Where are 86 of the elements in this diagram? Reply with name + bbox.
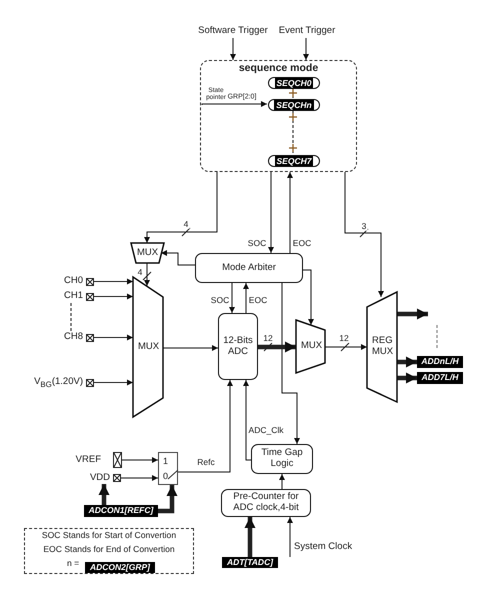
box-label: Pre-Counter for ADC clock,4-bit <box>232 492 300 514</box>
sequence-box <box>200 60 357 172</box>
arrow <box>178 380 233 472</box>
arrow <box>229 282 235 314</box>
bus-width-label: 12 <box>338 334 350 342</box>
arrow <box>94 294 134 300</box>
switch-input-label: 0 <box>163 471 168 482</box>
register-label: ADD7L/H <box>417 372 463 384</box>
register-label: ADCON2[GRP] <box>85 562 155 573</box>
register-label: SEQCHn <box>274 100 314 110</box>
bus-arrow <box>397 308 428 320</box>
register-label: ADCON1[REFC] <box>84 505 158 517</box>
box-label: MUX <box>136 248 158 258</box>
register-label: SEQCH0 <box>274 78 314 88</box>
register-label: SEQCH7 <box>274 156 314 166</box>
arrow <box>268 172 274 254</box>
arrow <box>287 516 293 558</box>
pin-label: VREF <box>76 454 101 466</box>
arrow <box>94 380 134 386</box>
section-title: sequence mode <box>238 62 320 74</box>
arrow <box>282 282 300 444</box>
arrow <box>243 380 252 460</box>
trigger-label: Software Trigger <box>190 24 276 38</box>
arrow <box>303 38 309 60</box>
arrow <box>202 101 268 107</box>
note-text: SOC Stands for Start of Convertion <box>40 531 178 541</box>
box-label: Mode Arbiter <box>222 262 276 274</box>
bus-arrow <box>397 372 417 384</box>
arrow <box>144 262 150 286</box>
arrow <box>279 474 285 490</box>
pin-label: V$_{BG}$(1.20V) <box>34 376 83 388</box>
note-text: EOC Stands for End of Convertion <box>42 545 176 555</box>
bus-arrow <box>258 342 296 352</box>
arrow <box>94 278 134 284</box>
arrow <box>243 282 249 314</box>
box-label: 12-Bits ADC <box>223 336 253 358</box>
bus-arrow <box>158 485 178 514</box>
bus-arrow <box>98 484 110 505</box>
process-box <box>218 313 258 380</box>
edge-label: SOC <box>246 238 268 248</box>
pin-label: CH0 <box>64 276 83 287</box>
bus-width-label: 4 <box>182 220 190 228</box>
arrow <box>120 475 158 481</box>
bus-width-label: 12 <box>262 334 274 342</box>
edge-label: SOC <box>210 296 230 304</box>
process-box <box>251 444 313 474</box>
pill-box <box>268 77 320 89</box>
register-label: ADT[TADC] <box>222 557 278 568</box>
arrow <box>160 250 196 266</box>
arrow <box>162 345 218 351</box>
pill-box <box>268 155 320 167</box>
bus-arrow <box>397 356 417 368</box>
edge-label: EOC <box>292 238 312 248</box>
bus-width-label: 3 <box>360 222 368 230</box>
arrow <box>230 38 236 60</box>
pin-label: CH8 <box>64 332 83 343</box>
box-label: REG MUX <box>372 336 392 358</box>
pin-label: VDD <box>90 472 110 484</box>
bus-arrow <box>244 517 256 557</box>
box-label: Time Gap Logic <box>260 448 304 470</box>
arrow <box>344 172 384 298</box>
pill-box <box>268 99 320 111</box>
note-box <box>24 528 194 574</box>
signal-label: System Clock <box>286 542 358 557</box>
switch-input-label: 1 <box>163 456 168 466</box>
connector-line <box>70 302 72 332</box>
connector-line <box>292 110 294 154</box>
switch-box <box>158 452 178 485</box>
edge-label: EOC <box>248 296 268 304</box>
arrow <box>144 172 218 244</box>
bus-width-label: 4 <box>136 268 144 276</box>
arrow <box>94 334 134 340</box>
box-label: MUX <box>301 341 320 352</box>
arrow <box>324 344 368 350</box>
arrow <box>122 457 158 463</box>
pin-label: CH1 <box>64 291 83 302</box>
process-box <box>195 253 303 283</box>
arrow <box>302 270 314 326</box>
edge-label: ADC_Clk <box>248 426 284 434</box>
edge-label: Refc <box>196 458 216 466</box>
note-text: n = <box>67 559 80 569</box>
process-box <box>221 489 311 517</box>
box-label: MUX <box>138 342 158 352</box>
arrow <box>287 172 293 254</box>
trigger-label: Event Trigger <box>275 24 339 38</box>
register-label: ADDnL/H <box>417 356 463 368</box>
